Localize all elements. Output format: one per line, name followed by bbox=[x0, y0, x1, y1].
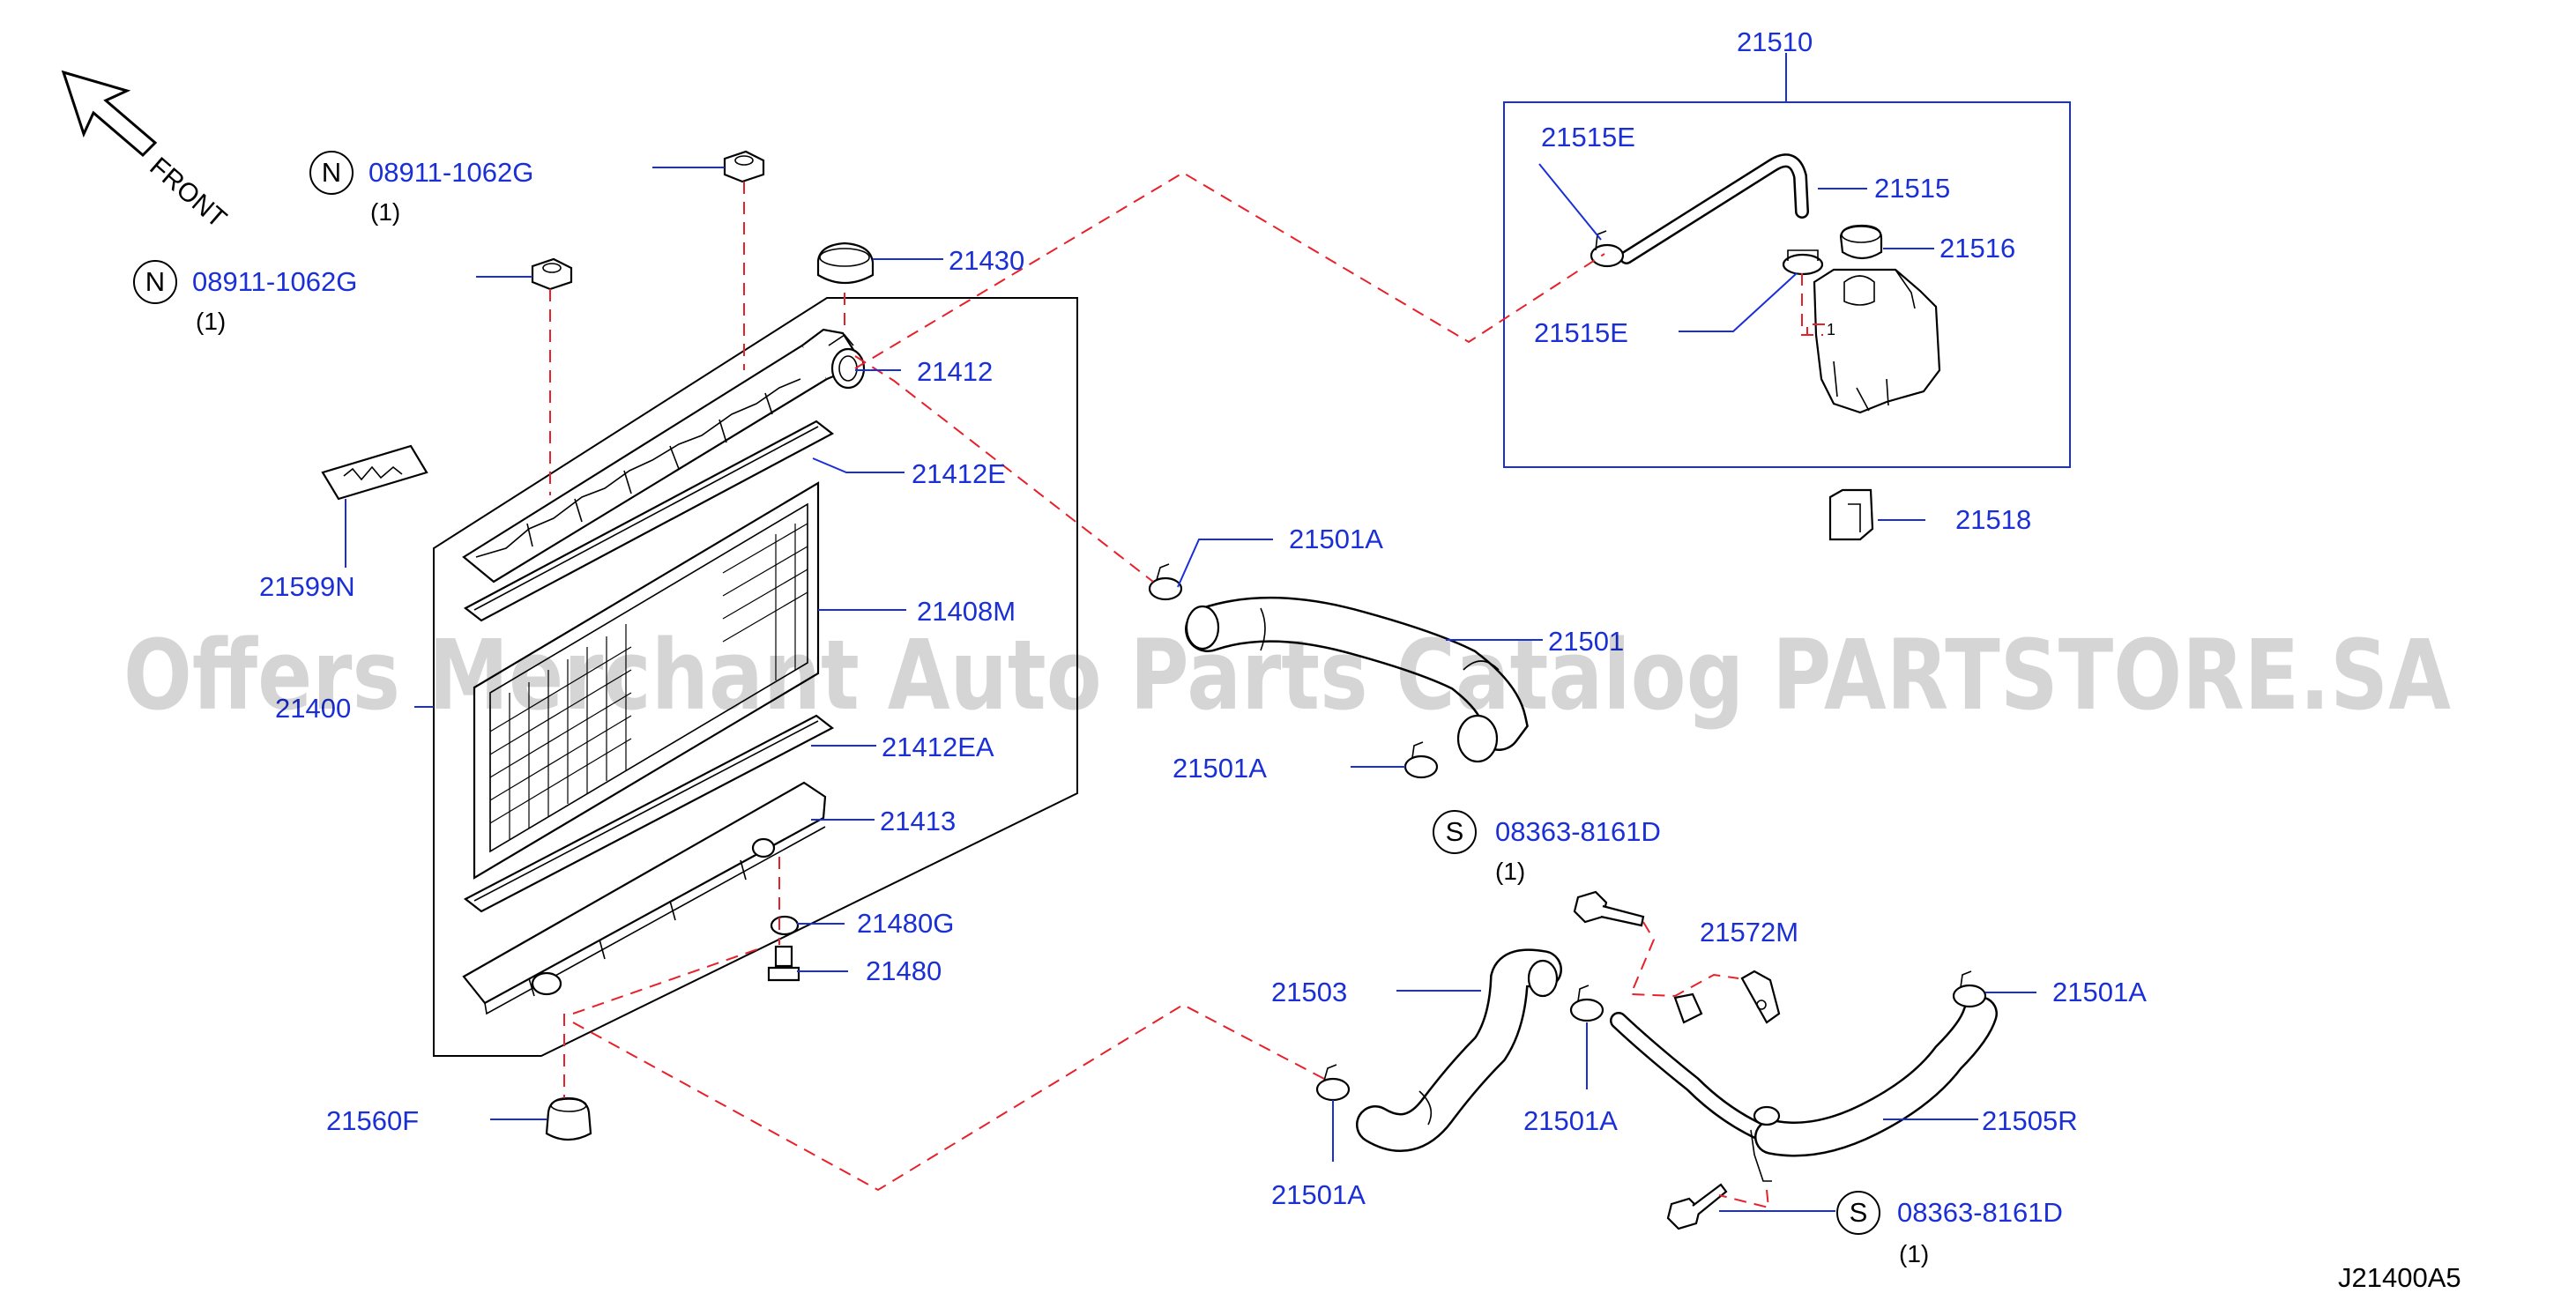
label-08911-1062g-upper[interactable]: 08911-1062G bbox=[369, 157, 533, 188]
label-21412e[interactable]: 21412E bbox=[912, 458, 1006, 489]
radiator-group-outline bbox=[433, 297, 1078, 1057]
label-21480[interactable]: 21480 bbox=[866, 955, 942, 986]
label-21515e-lower[interactable]: 21515E bbox=[1534, 317, 1628, 348]
lower-hose-short bbox=[1356, 948, 1562, 1152]
bracket-bolt-lower bbox=[1666, 1183, 1728, 1230]
symbol-s-1: S bbox=[1433, 810, 1477, 854]
upper-hose-clamp-engine bbox=[1403, 741, 1439, 779]
radiator-core bbox=[473, 481, 820, 880]
symbol-s-2: S bbox=[1836, 1191, 1880, 1235]
top-mount-nut-2 bbox=[531, 257, 573, 291]
front-arrow-icon bbox=[61, 70, 158, 158]
label-21501a-engine[interactable]: 21501A bbox=[1173, 753, 1267, 784]
symbol-n-1: N bbox=[309, 151, 354, 195]
label-21572m[interactable]: 21572M bbox=[1700, 917, 1798, 948]
label-21400[interactable]: 21400 bbox=[275, 693, 351, 724]
label-08911-1062g-lower[interactable]: 08911-1062G bbox=[192, 266, 357, 297]
label-21515e-upper[interactable]: 21515E bbox=[1541, 122, 1635, 152]
diagram-code: J21400A5 bbox=[2338, 1262, 2461, 1293]
qty-08911-1062g-upper: (1) bbox=[370, 198, 400, 226]
label-21413[interactable]: 21413 bbox=[880, 806, 956, 836]
label-21516[interactable]: 21516 bbox=[1939, 233, 2015, 264]
label-21501[interactable]: 21501 bbox=[1548, 626, 1624, 657]
upper-seal-strip bbox=[463, 420, 835, 622]
label-21505r[interactable]: 21505R bbox=[1982, 1105, 2078, 1136]
label-08363-8161d-upper[interactable]: 08363-8161D bbox=[1495, 816, 1661, 847]
leader-lines bbox=[345, 163, 2036, 1212]
reservoir-cap bbox=[1839, 224, 1883, 260]
label-21599n[interactable]: 21599N bbox=[259, 571, 355, 602]
label-21412[interactable]: 21412 bbox=[917, 356, 993, 387]
hose-clamp-upper bbox=[1590, 230, 1625, 268]
lower-hose-clamp-1 bbox=[1315, 1064, 1351, 1102]
qty-08363-8161d-upper: (1) bbox=[1495, 858, 1525, 885]
watermark-text: Offers Merchant Auto Parts Catalog PARTS… bbox=[123, 619, 2451, 732]
lower-hose-clamp-2 bbox=[1569, 985, 1604, 1022]
label-21412ea[interactable]: 21412EA bbox=[882, 732, 994, 762]
label-21515[interactable]: 21515 bbox=[1874, 173, 1950, 204]
top-mount-nut-1 bbox=[723, 150, 765, 183]
lower-seal-strip bbox=[463, 714, 835, 913]
label-21501a-upper[interactable]: 21501A bbox=[1289, 524, 1383, 554]
symbol-n-1-letter: N bbox=[322, 157, 341, 188]
reservoir-tank: 1 bbox=[1806, 268, 1941, 414]
radiator-cap bbox=[816, 242, 875, 284]
drain-plug bbox=[767, 945, 800, 982]
upper-radiator-hose bbox=[1185, 596, 1529, 763]
reservoir-bracket bbox=[1828, 488, 1874, 541]
label-21501a-lower-right[interactable]: 21501A bbox=[2052, 977, 2147, 1007]
label-21503[interactable]: 21503 bbox=[1271, 977, 1347, 1007]
bracket-bolt-upper bbox=[1573, 890, 1645, 927]
svg-text:1: 1 bbox=[1827, 321, 1835, 338]
reservoir-hose bbox=[1619, 153, 1809, 264]
symbol-n-2: N bbox=[133, 260, 177, 304]
label-08363-8161d-lower[interactable]: 08363-8161D bbox=[1897, 1197, 2063, 1228]
caution-label-plate bbox=[321, 444, 428, 501]
symbol-n-2-letter: N bbox=[145, 266, 165, 297]
label-21518[interactable]: 21518 bbox=[1955, 504, 2031, 535]
lower-hose-pipe-assembly bbox=[1610, 992, 1998, 1182]
label-21408m[interactable]: 21408M bbox=[917, 596, 1016, 627]
front-label: FRONT bbox=[144, 152, 232, 234]
label-21430[interactable]: 21430 bbox=[949, 245, 1024, 276]
radiator-lower-tank bbox=[462, 781, 827, 1015]
radiator-mount-rubber bbox=[545, 1096, 592, 1141]
symbol-s-2-letter: S bbox=[1850, 1197, 1868, 1228]
symbol-s-1-letter: S bbox=[1446, 816, 1464, 847]
label-21510[interactable]: 21510 bbox=[1737, 26, 1813, 57]
qty-08911-1062g-lower: (1) bbox=[196, 308, 226, 335]
drain-washer bbox=[770, 915, 800, 936]
hose-bracket bbox=[1740, 970, 1781, 1024]
radiator-inlet-neck bbox=[828, 333, 866, 390]
label-21480g[interactable]: 21480G bbox=[857, 908, 954, 939]
label-21501a-lower-mid[interactable]: 21501A bbox=[1523, 1105, 1618, 1136]
label-21560f[interactable]: 21560F bbox=[326, 1105, 419, 1136]
upper-hose-clamp-radiator bbox=[1148, 563, 1183, 601]
label-21501a-lower-left[interactable]: 21501A bbox=[1271, 1179, 1366, 1210]
lower-hose-clamp-3 bbox=[1952, 970, 1987, 1008]
qty-08363-8161d-lower: (1) bbox=[1899, 1240, 1929, 1267]
hose-clamp-lower bbox=[1782, 249, 1824, 276]
